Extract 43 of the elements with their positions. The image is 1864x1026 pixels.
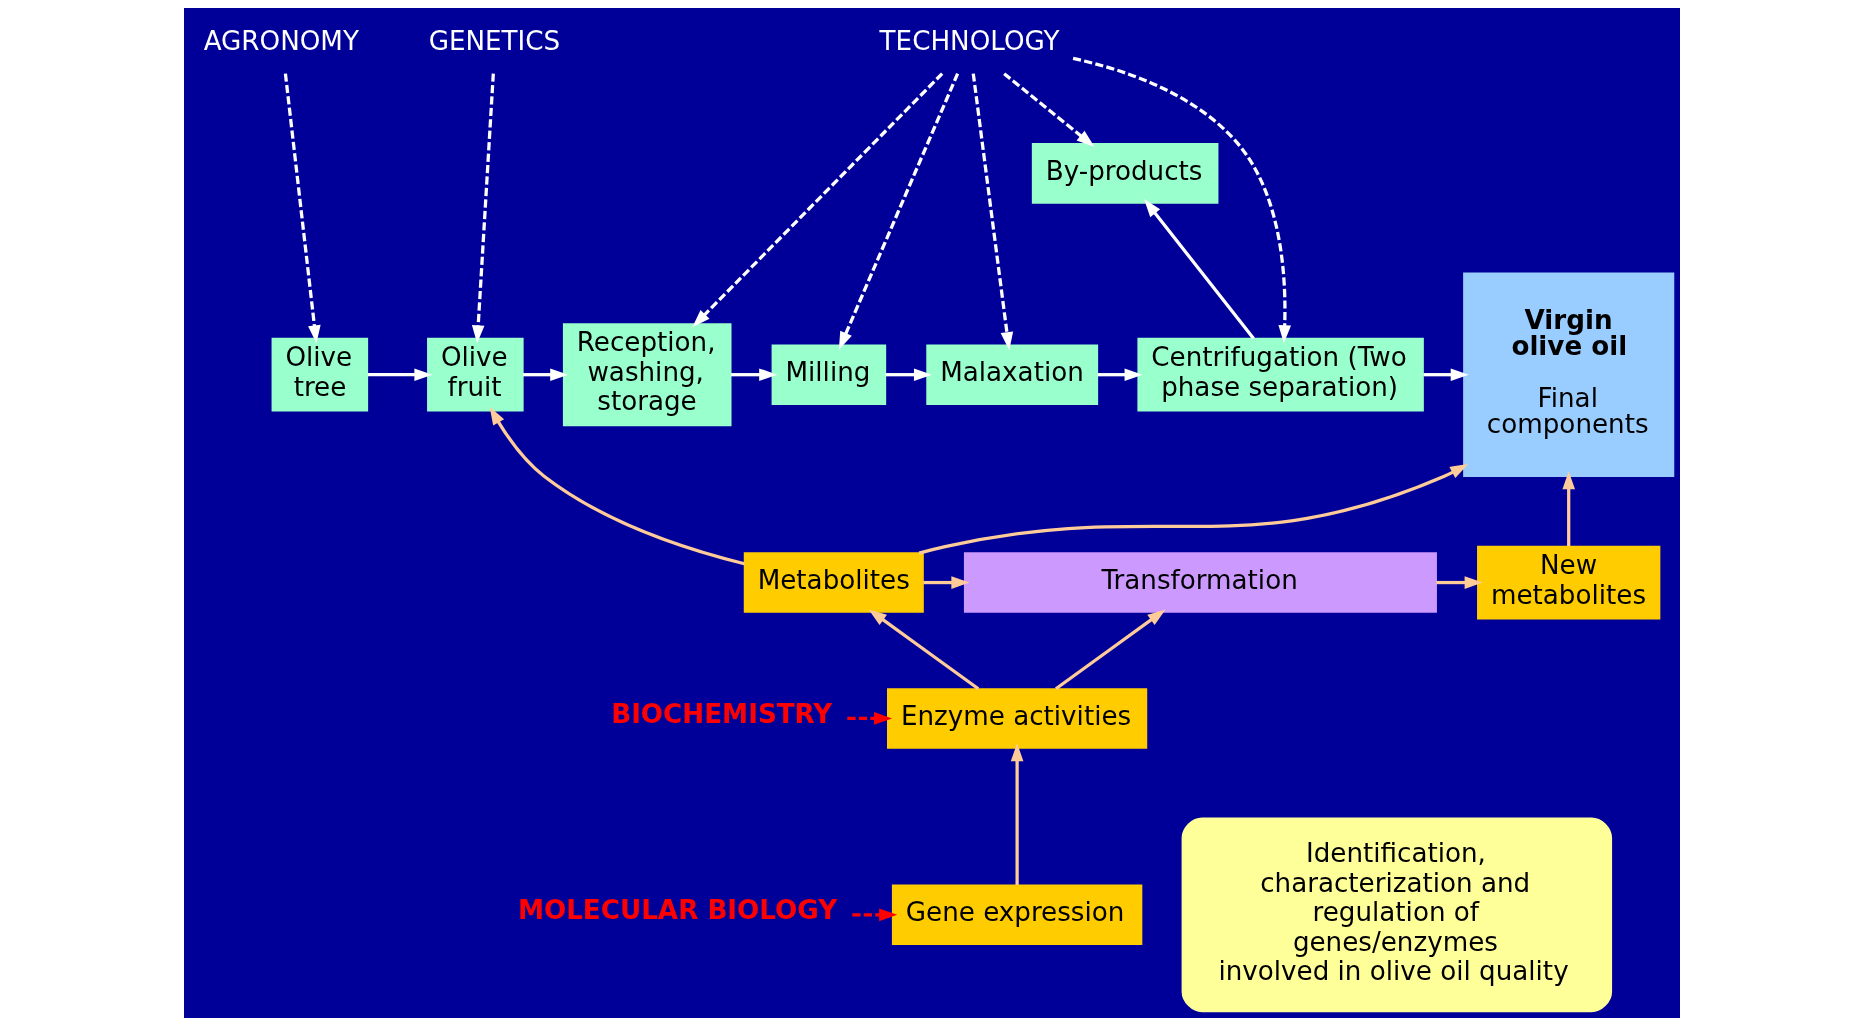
arrow: [283, 73, 321, 344]
node-text: GENETICS: [428, 26, 561, 57]
arrow: [1003, 72, 1095, 147]
arrow: [868, 609, 980, 691]
node-text: AGRONOMY: [203, 26, 359, 57]
node-box: Olive fruit: [427, 337, 524, 412]
node-box: Reception, washing, storage: [562, 323, 732, 427]
arrow: [730, 368, 778, 381]
arrow: [852, 908, 898, 922]
arrow: [471, 73, 495, 344]
node-box: Gene expression: [891, 884, 1143, 946]
node-box: Malaxation: [926, 344, 1099, 405]
arrow: [489, 406, 745, 566]
arrow: [923, 576, 970, 589]
arrow: [523, 368, 569, 381]
node-box: By-products: [1031, 143, 1219, 204]
arrow: [367, 368, 433, 381]
arrow: [1436, 576, 1483, 589]
node-text: MOLECULAR BIOLOGY: [517, 895, 838, 926]
arrow: [971, 73, 1014, 351]
arrow: [1072, 56, 1291, 344]
node-box: Transformation: [963, 552, 1437, 613]
node-box: Olive tree: [271, 337, 369, 412]
node-text: TECHNOLOGY: [879, 26, 1060, 57]
arrow: [1144, 199, 1255, 340]
arrow: [918, 464, 1469, 555]
node-box: Metabolites: [743, 552, 924, 613]
node-box: New metabolites: [1477, 545, 1661, 620]
arrow: [1097, 368, 1143, 381]
node-box: Virgin olive oil Final components: [1463, 272, 1675, 477]
arrow: [847, 712, 893, 725]
node-box: Milling: [771, 344, 887, 405]
arrow: [885, 368, 932, 381]
arrow: [1054, 609, 1166, 691]
node-box: Enzyme activities: [887, 688, 1148, 749]
arrow: [692, 72, 944, 328]
node-box: Identification, characterization and regulation of genes/enzymes involved in olive oil quality: [1181, 817, 1613, 1013]
arrow: [1010, 743, 1024, 886]
arrow: [838, 72, 960, 350]
arrow: [1562, 471, 1575, 547]
node-text: BIOCHEMISTRY: [611, 699, 833, 729]
node-box: Centrifugation (Two phase separation): [1137, 337, 1424, 412]
arrow: [1423, 368, 1469, 381]
